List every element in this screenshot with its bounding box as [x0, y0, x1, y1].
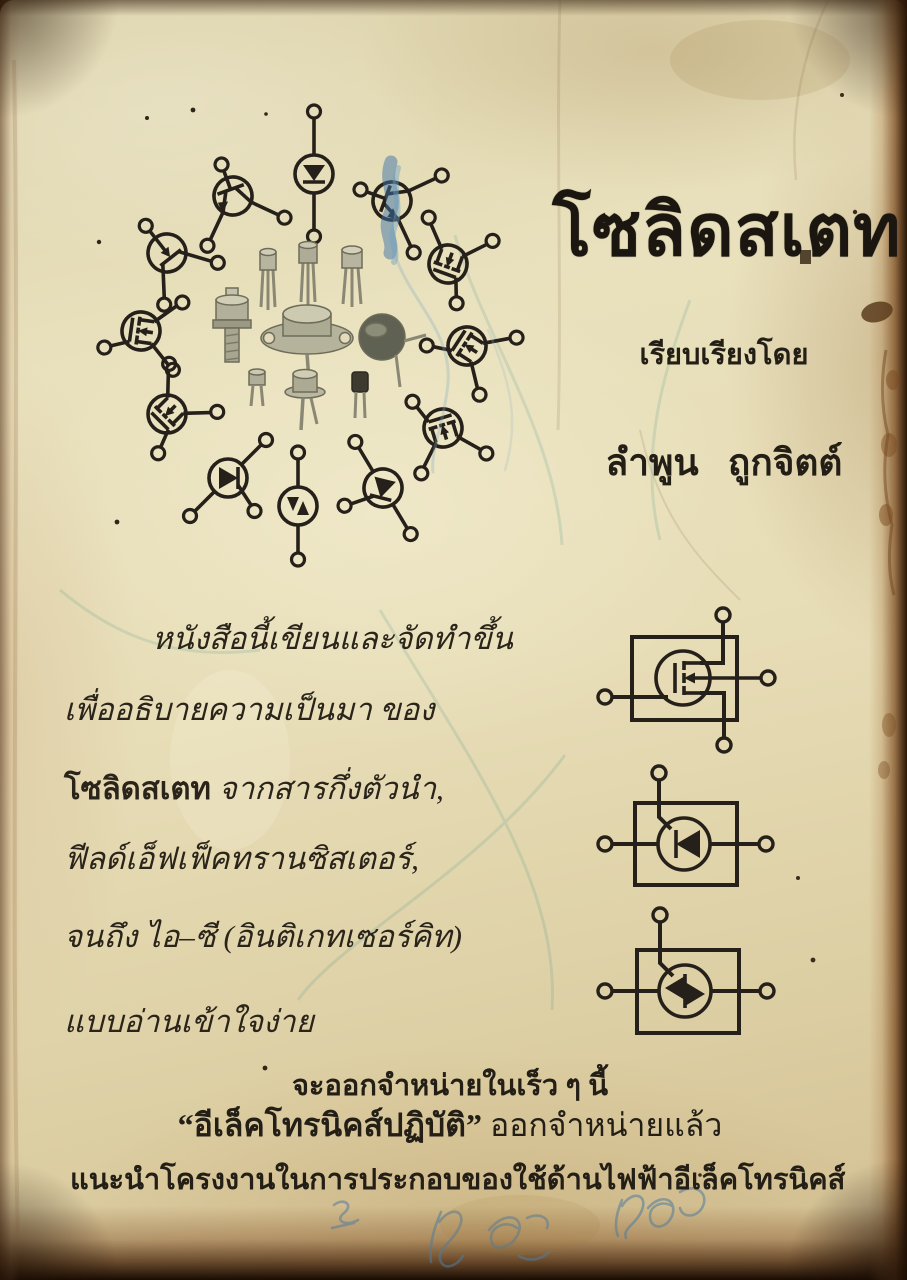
byline-label: เรียบเรียงโดย: [639, 339, 809, 371]
triac-symbol: [277, 444, 319, 568]
blue-pen-scribble: [380, 155, 514, 474]
to92-plastic-photo: [351, 371, 369, 419]
to18-can-photo: [298, 240, 318, 305]
description-line-6: แบบอ่านเข้าใจง่าย: [64, 1004, 314, 1039]
stud-scr-photo: [212, 287, 252, 363]
cover-title: โซลิดสเตท: [552, 191, 902, 271]
scr-symbol: [181, 431, 275, 525]
description-line-3-rest: จากสารกึ่งตัวนำ,: [210, 771, 444, 806]
mosfet-symbol: [394, 207, 503, 318]
to18-can-photo: [259, 247, 277, 310]
to3-package-photo: [260, 304, 354, 381]
mosfet-symbol: [107, 352, 229, 474]
to5-can-photo: [358, 313, 427, 388]
description-line-1: หนังสือนี้เขียนและจัดทำขึ้น: [152, 621, 513, 656]
description-line-4: ฟีลด์เอ็ฟเฟ็คทรานซิสเตอร์,: [64, 841, 419, 876]
description-line-2: เพื่ออธิบายความเป็นมา ของ: [64, 692, 435, 727]
footer-line-2: “อีเล็คโทรนิคส์ปฏิบัติ” ออกจำหน่ายแล้ว: [90, 1100, 810, 1151]
npn-transistor-symbol: [172, 140, 295, 256]
to18-can-photo: [341, 245, 363, 307]
description-line-5: จนถึง ไอ–ซี (อินติเกทเซอร์คิท): [64, 919, 462, 954]
jfet-symbol: [108, 193, 229, 316]
footer-line-3: แนะนำโครงงานในการประกอบของใช้ด้านไฟฟ้าอี…: [70, 1164, 846, 1196]
footer-line-1: จะออกจำหน่ายในเร็ว ๆ นี้: [291, 1070, 609, 1102]
component-photos: [212, 240, 427, 431]
paper-specks-and-stains: [96, 20, 900, 1255]
scr-symbol: [327, 432, 439, 544]
paper-creases: [12, 0, 830, 1241]
boxed-symbols: [596, 606, 777, 1035]
description-line-3-bold: โซลิดสเตท: [64, 771, 211, 806]
description-line-3: โซลิดสเตท จากสารกึ่งตัวนำ,: [64, 763, 444, 813]
mosfet-package-symbol: [596, 606, 777, 754]
flanged-can-photo: [284, 368, 326, 431]
footer-line-2-bold: “อีเล็คโทรนิคส์ปฏิบัติ”: [177, 1107, 482, 1143]
faint-pen-curves: [59, 234, 692, 1011]
blue-handwriting-scribbles: [330, 1187, 706, 1268]
author-name: ลำพูน ถูกจิตต์: [605, 443, 843, 484]
diode-symbol: [293, 103, 335, 245]
scr-package-symbol: [596, 764, 775, 887]
mosfet-symbol: [390, 375, 497, 484]
small-can-photo: [248, 368, 266, 407]
footer-line-2-rest: ออกจำหน่ายแล้ว: [481, 1107, 723, 1143]
triac-package-symbol: [596, 906, 776, 1035]
